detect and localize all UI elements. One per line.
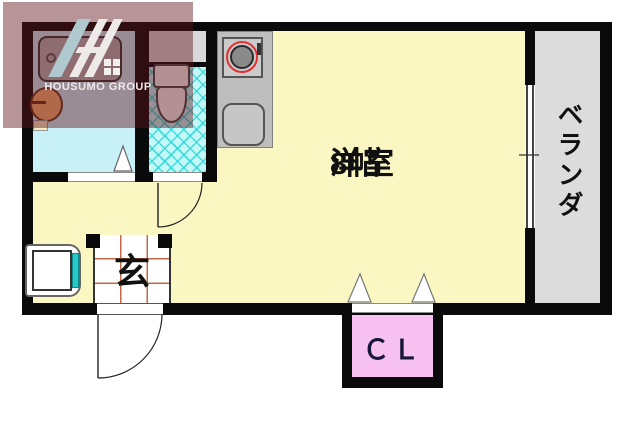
washing-machine — [32, 250, 72, 291]
logo-square-icon — [113, 59, 120, 66]
stove-burner-icon — [230, 45, 254, 69]
wall-closet-bottom — [342, 377, 443, 388]
veranda-label: ベランダ — [554, 101, 584, 221]
entrance-door-arc — [97, 313, 163, 379]
logo-square-icon — [104, 59, 111, 66]
bathroom-door-opening — [68, 172, 135, 182]
veranda-floor — [535, 31, 600, 303]
watermark-text: HOUSUMO GROUP — [44, 81, 152, 93]
toilet-shelf-area — [149, 31, 206, 62]
wall-top — [22, 22, 612, 31]
wall-bottom — [22, 303, 612, 315]
wall-closet-left — [342, 303, 352, 388]
logo-square-icon — [113, 68, 120, 75]
closet-floor — [352, 313, 433, 377]
bathtub-drain-icon — [46, 53, 56, 63]
closet-label: ＣＬ — [362, 335, 423, 365]
entrance-post-right — [158, 234, 172, 248]
wall-right — [600, 22, 612, 315]
stove-control — [257, 43, 261, 55]
wall-toilet-right — [206, 31, 217, 182]
wall-left — [22, 22, 33, 315]
kitchen-sink — [222, 103, 265, 146]
entrance-post-left — [86, 234, 100, 248]
logo-square-icon — [104, 68, 111, 75]
washbasin-step — [33, 120, 48, 131]
toilet-tank — [153, 64, 190, 88]
wall-bath-toilet — [135, 31, 149, 182]
main-room-name: 洋室 — [330, 146, 396, 181]
washing-machine-tap-icon — [72, 253, 79, 288]
washbasin — [30, 87, 63, 122]
stove-burner-ring-icon — [226, 41, 258, 73]
closet-door-opening — [352, 303, 433, 313]
main-room-size: 8帖 — [330, 146, 383, 181]
wall-veranda-top — [525, 31, 535, 85]
wall-closet-right — [433, 303, 443, 388]
toilet-door-opening — [153, 172, 202, 182]
watermark-overlay: HOUSUMO GROUP — [3, 2, 193, 128]
washbasin-tap-icon — [32, 101, 46, 104]
wall-veranda-bottom — [525, 228, 535, 303]
veranda-sliding-door — [526, 85, 534, 228]
entrance-label: 玄 — [113, 251, 150, 292]
entrance-door-opening — [97, 303, 163, 315]
entrance-tile-area — [93, 235, 171, 303]
